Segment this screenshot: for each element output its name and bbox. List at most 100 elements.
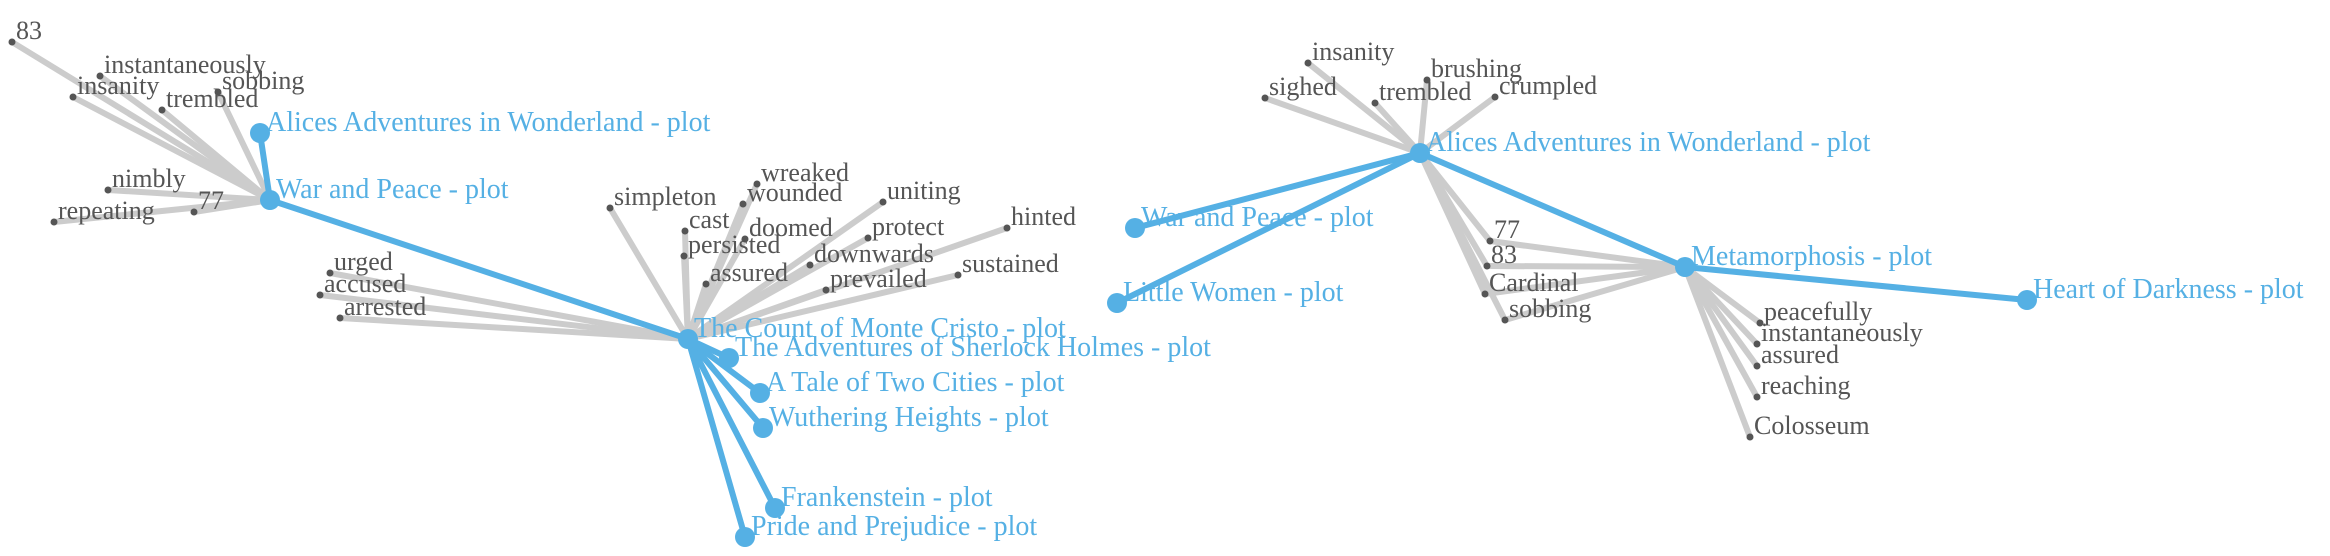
node-dot[interactable]	[753, 180, 761, 188]
node-dot[interactable]	[104, 186, 112, 194]
word-node-crumpled[interactable]: crumpled	[1491, 71, 1598, 101]
node-dot[interactable]	[735, 527, 755, 547]
word-node-brushing[interactable]: brushing	[1423, 54, 1523, 84]
node-dot[interactable]	[1756, 319, 1764, 327]
word-node-cardinal[interactable]: Cardinal	[1481, 268, 1579, 298]
node-dot[interactable]	[2017, 290, 2037, 310]
word-node-sustained[interactable]: sustained	[954, 249, 1059, 279]
book-node-frankenstein-plot[interactable]: Frankenstein - plot	[765, 482, 993, 518]
word-node-assured[interactable]: assured	[1753, 340, 1839, 370]
node-dot[interactable]	[190, 208, 198, 216]
node-dot[interactable]	[1423, 76, 1431, 84]
node-dot[interactable]	[336, 314, 344, 322]
node-dot[interactable]	[1486, 237, 1494, 245]
node-dot[interactable]	[1746, 433, 1754, 441]
word-node-77[interactable]: 77	[190, 186, 225, 216]
word-node-77[interactable]: 77	[1486, 215, 1521, 245]
word-node-83[interactable]: 83	[8, 16, 43, 46]
node-dot[interactable]	[158, 106, 166, 114]
book-node-pride-and-prejudice-plot[interactable]: Pride and Prejudice - plot	[735, 511, 1037, 547]
word-node-colosseum[interactable]: Colosseum	[1746, 411, 1870, 441]
word-node-reaching[interactable]: reaching	[1753, 371, 1851, 401]
node-dot[interactable]	[753, 418, 773, 438]
node-dot[interactable]	[719, 348, 739, 368]
word-node-simpleton[interactable]: simpleton	[606, 182, 717, 212]
word-node-downwards[interactable]: downwards	[806, 239, 934, 269]
word-node-protect[interactable]: protect	[864, 212, 945, 242]
word-node-cast[interactable]: cast	[681, 205, 731, 235]
word-node-nimbly[interactable]: nimbly	[104, 164, 186, 194]
node-dot[interactable]	[680, 252, 688, 260]
word-node-arrested[interactable]: arrested	[336, 292, 427, 322]
node-dot[interactable]	[69, 93, 77, 101]
node-dot[interactable]	[96, 72, 104, 80]
word-node-instantaneously[interactable]: instantaneously	[96, 50, 266, 80]
node-dot[interactable]	[1753, 362, 1761, 370]
word-node-trembled[interactable]: trembled	[158, 84, 259, 114]
word-node-sobbing[interactable]: sobbing	[214, 66, 305, 96]
node-dot[interactable]	[214, 88, 222, 96]
word-node-repeating[interactable]: repeating	[50, 196, 155, 226]
node-dot[interactable]	[1371, 99, 1379, 107]
node-dot[interactable]	[316, 291, 324, 299]
word-node-trembled[interactable]: trembled	[1371, 77, 1472, 107]
word-node-wreaked[interactable]: wreaked	[753, 158, 850, 188]
node-dot[interactable]	[1491, 93, 1499, 101]
word-node-doomed[interactable]: doomed	[741, 213, 833, 243]
node-dot[interactable]	[765, 498, 785, 518]
node-dot[interactable]	[8, 38, 16, 46]
word-node-accused[interactable]: accused	[316, 269, 407, 299]
node-dot[interactable]	[1261, 94, 1269, 102]
node-dot[interactable]	[750, 383, 770, 403]
node-dot[interactable]	[50, 218, 58, 226]
book-node-the-count-of-monte-cristo-plot[interactable]: The Count of Monte Cristo - plot	[678, 313, 1066, 349]
node-dot[interactable]	[954, 271, 962, 279]
node-dot[interactable]	[260, 190, 280, 210]
book-node-war-and-peace-plot[interactable]: War and Peace - plot	[260, 174, 509, 210]
node-dot[interactable]	[702, 280, 710, 288]
node-dot[interactable]	[822, 286, 830, 294]
word-node-assured[interactable]: assured	[702, 258, 788, 288]
book-node-the-adventures-of-sherlock-holmes-plot[interactable]: The Adventures of Sherlock Holmes - plot	[719, 332, 1211, 368]
word-node-urged[interactable]: urged	[326, 247, 393, 277]
node-dot[interactable]	[806, 261, 814, 269]
book-node-heart-of-darkness-plot[interactable]: Heart of Darkness - plot	[2017, 274, 2304, 310]
node-dot[interactable]	[1501, 316, 1509, 324]
node-dot[interactable]	[606, 204, 614, 212]
node-dot[interactable]	[681, 227, 689, 235]
word-node-prevailed[interactable]: prevailed	[822, 264, 927, 294]
book-node-wuthering-heights-plot[interactable]: Wuthering Heights - plot	[753, 402, 1049, 438]
node-dot[interactable]	[1481, 290, 1489, 298]
node-dot[interactable]	[1304, 59, 1312, 67]
word-node-insanity[interactable]: insanity	[69, 71, 160, 101]
word-node-sighed[interactable]: sighed	[1261, 72, 1337, 102]
node-dot[interactable]	[678, 329, 698, 349]
node-dot[interactable]	[250, 123, 270, 143]
book-node-alices-adventures-in-wonderland-plot[interactable]: Alices Adventures in Wonderland - plot	[1410, 127, 1871, 163]
node-dot[interactable]	[1483, 262, 1491, 270]
book-node-little-women-plot[interactable]: Little Women - plot	[1107, 277, 1344, 313]
node-dot[interactable]	[1410, 143, 1430, 163]
node-dot[interactable]	[1003, 224, 1011, 232]
word-node-sobbing[interactable]: sobbing	[1501, 294, 1592, 324]
node-dot[interactable]	[326, 269, 334, 277]
node-dot[interactable]	[1107, 293, 1127, 313]
node-dot[interactable]	[879, 198, 887, 206]
node-dot[interactable]	[1753, 393, 1761, 401]
node-dot[interactable]	[741, 235, 749, 243]
node-dot[interactable]	[1753, 340, 1761, 348]
word-node-persisted[interactable]: persisted	[680, 230, 781, 260]
word-node-instantaneously[interactable]: instantaneously	[1753, 318, 1923, 348]
node-dot[interactable]	[739, 200, 747, 208]
word-node-insanity[interactable]: insanity	[1304, 37, 1395, 67]
book-node-war-and-peace-plot[interactable]: War and Peace - plot	[1125, 202, 1374, 238]
node-dot[interactable]	[864, 234, 872, 242]
word-node-peacefully[interactable]: peacefully	[1756, 297, 1873, 327]
book-node-alices-adventures-in-wonderland-plot[interactable]: Alices Adventures in Wonderland - plot	[250, 107, 711, 143]
book-node-a-tale-of-two-cities-plot[interactable]: A Tale of Two Cities - plot	[750, 367, 1065, 403]
word-node-hinted[interactable]: hinted	[1003, 202, 1077, 232]
book-node-metamorphosis-plot[interactable]: Metamorphosis - plot	[1675, 241, 1932, 277]
word-node-83[interactable]: 83	[1483, 240, 1518, 270]
word-node-wounded[interactable]: wounded	[739, 178, 843, 208]
node-dot[interactable]	[1675, 257, 1695, 277]
